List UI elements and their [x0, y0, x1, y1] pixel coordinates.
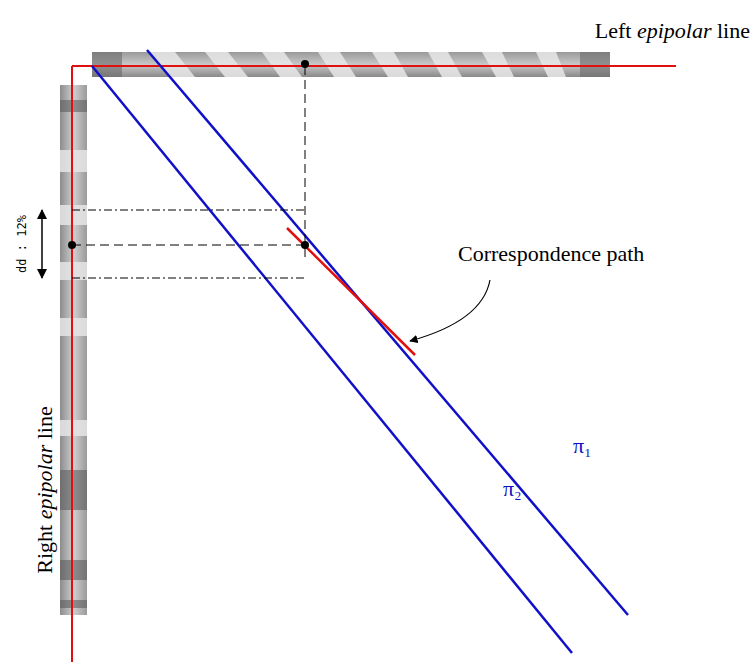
plane-line — [147, 50, 628, 615]
point-dot — [301, 60, 309, 68]
plane-line — [92, 66, 572, 653]
range-label: dd : 12% — [16, 215, 28, 273]
point-dot — [301, 241, 309, 249]
guide-line — [72, 278, 305, 279]
right-image-strip — [60, 85, 87, 615]
left-image-strip — [92, 52, 610, 77]
guide-line — [72, 210, 305, 211]
callout-arrow — [410, 280, 490, 341]
correspondence-path — [287, 228, 415, 355]
plane-label: π₁ — [573, 435, 592, 457]
callout-label: Correspondence path — [458, 243, 644, 265]
axis-label: Right epipolar line — [34, 406, 56, 573]
right-epipolar-line — [71, 66, 73, 662]
plane-label: π₂ — [503, 478, 522, 500]
point-dot — [68, 241, 76, 249]
guide-line — [72, 245, 305, 246]
axis-label: Left epipolar line — [595, 20, 750, 42]
range-arrow — [41, 210, 43, 278]
guide-line — [305, 66, 306, 258]
